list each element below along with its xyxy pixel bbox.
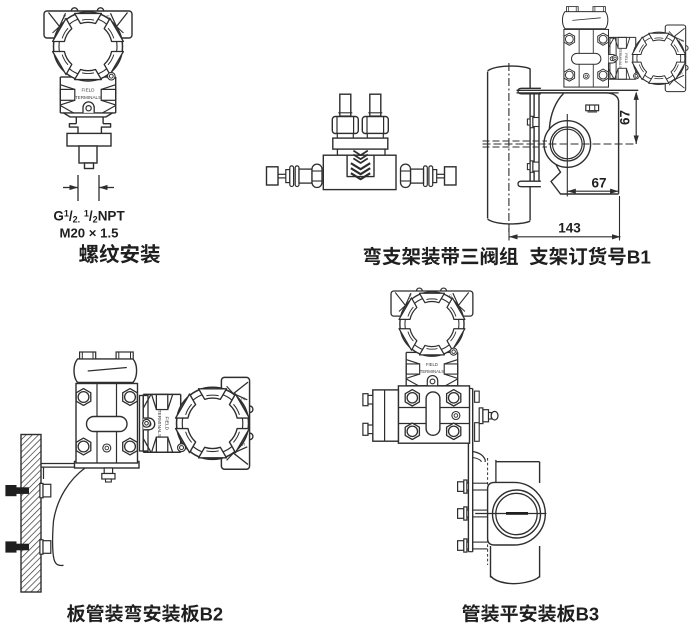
- svg-text:TERMINALS: TERMINALS: [420, 369, 445, 374]
- svg-text:B3: B3: [576, 604, 600, 625]
- svg-text:S: S: [679, 72, 684, 75]
- svg-text:Z: Z: [239, 397, 245, 401]
- svg-text:FIELD: FIELD: [81, 88, 95, 93]
- svg-text:B2: B2: [200, 604, 224, 625]
- svg-text:B1: B1: [627, 248, 651, 269]
- svg-text:TERMINALS: TERMINALS: [156, 410, 162, 437]
- svg-text:67: 67: [591, 176, 606, 191]
- svg-text:Z: Z: [409, 294, 412, 300]
- svg-text:FIELD: FIELD: [624, 53, 628, 63]
- svg-text:FIELD: FIELD: [426, 362, 438, 367]
- svg-text:Z: Z: [679, 39, 684, 42]
- svg-text:G1/2. 1/2NPT: G1/2. 1/2NPT: [53, 209, 125, 225]
- svg-text:TERMINALS: TERMINALS: [618, 48, 622, 69]
- svg-text:Z: Z: [63, 15, 67, 21]
- svg-text:143: 143: [558, 221, 581, 236]
- svg-text:TERMINALS: TERMINALS: [75, 95, 101, 100]
- svg-text:67: 67: [618, 110, 633, 125]
- svg-text:FIELD: FIELD: [164, 417, 170, 431]
- svg-text:M20 × 1.5: M20 × 1.5: [59, 226, 118, 241]
